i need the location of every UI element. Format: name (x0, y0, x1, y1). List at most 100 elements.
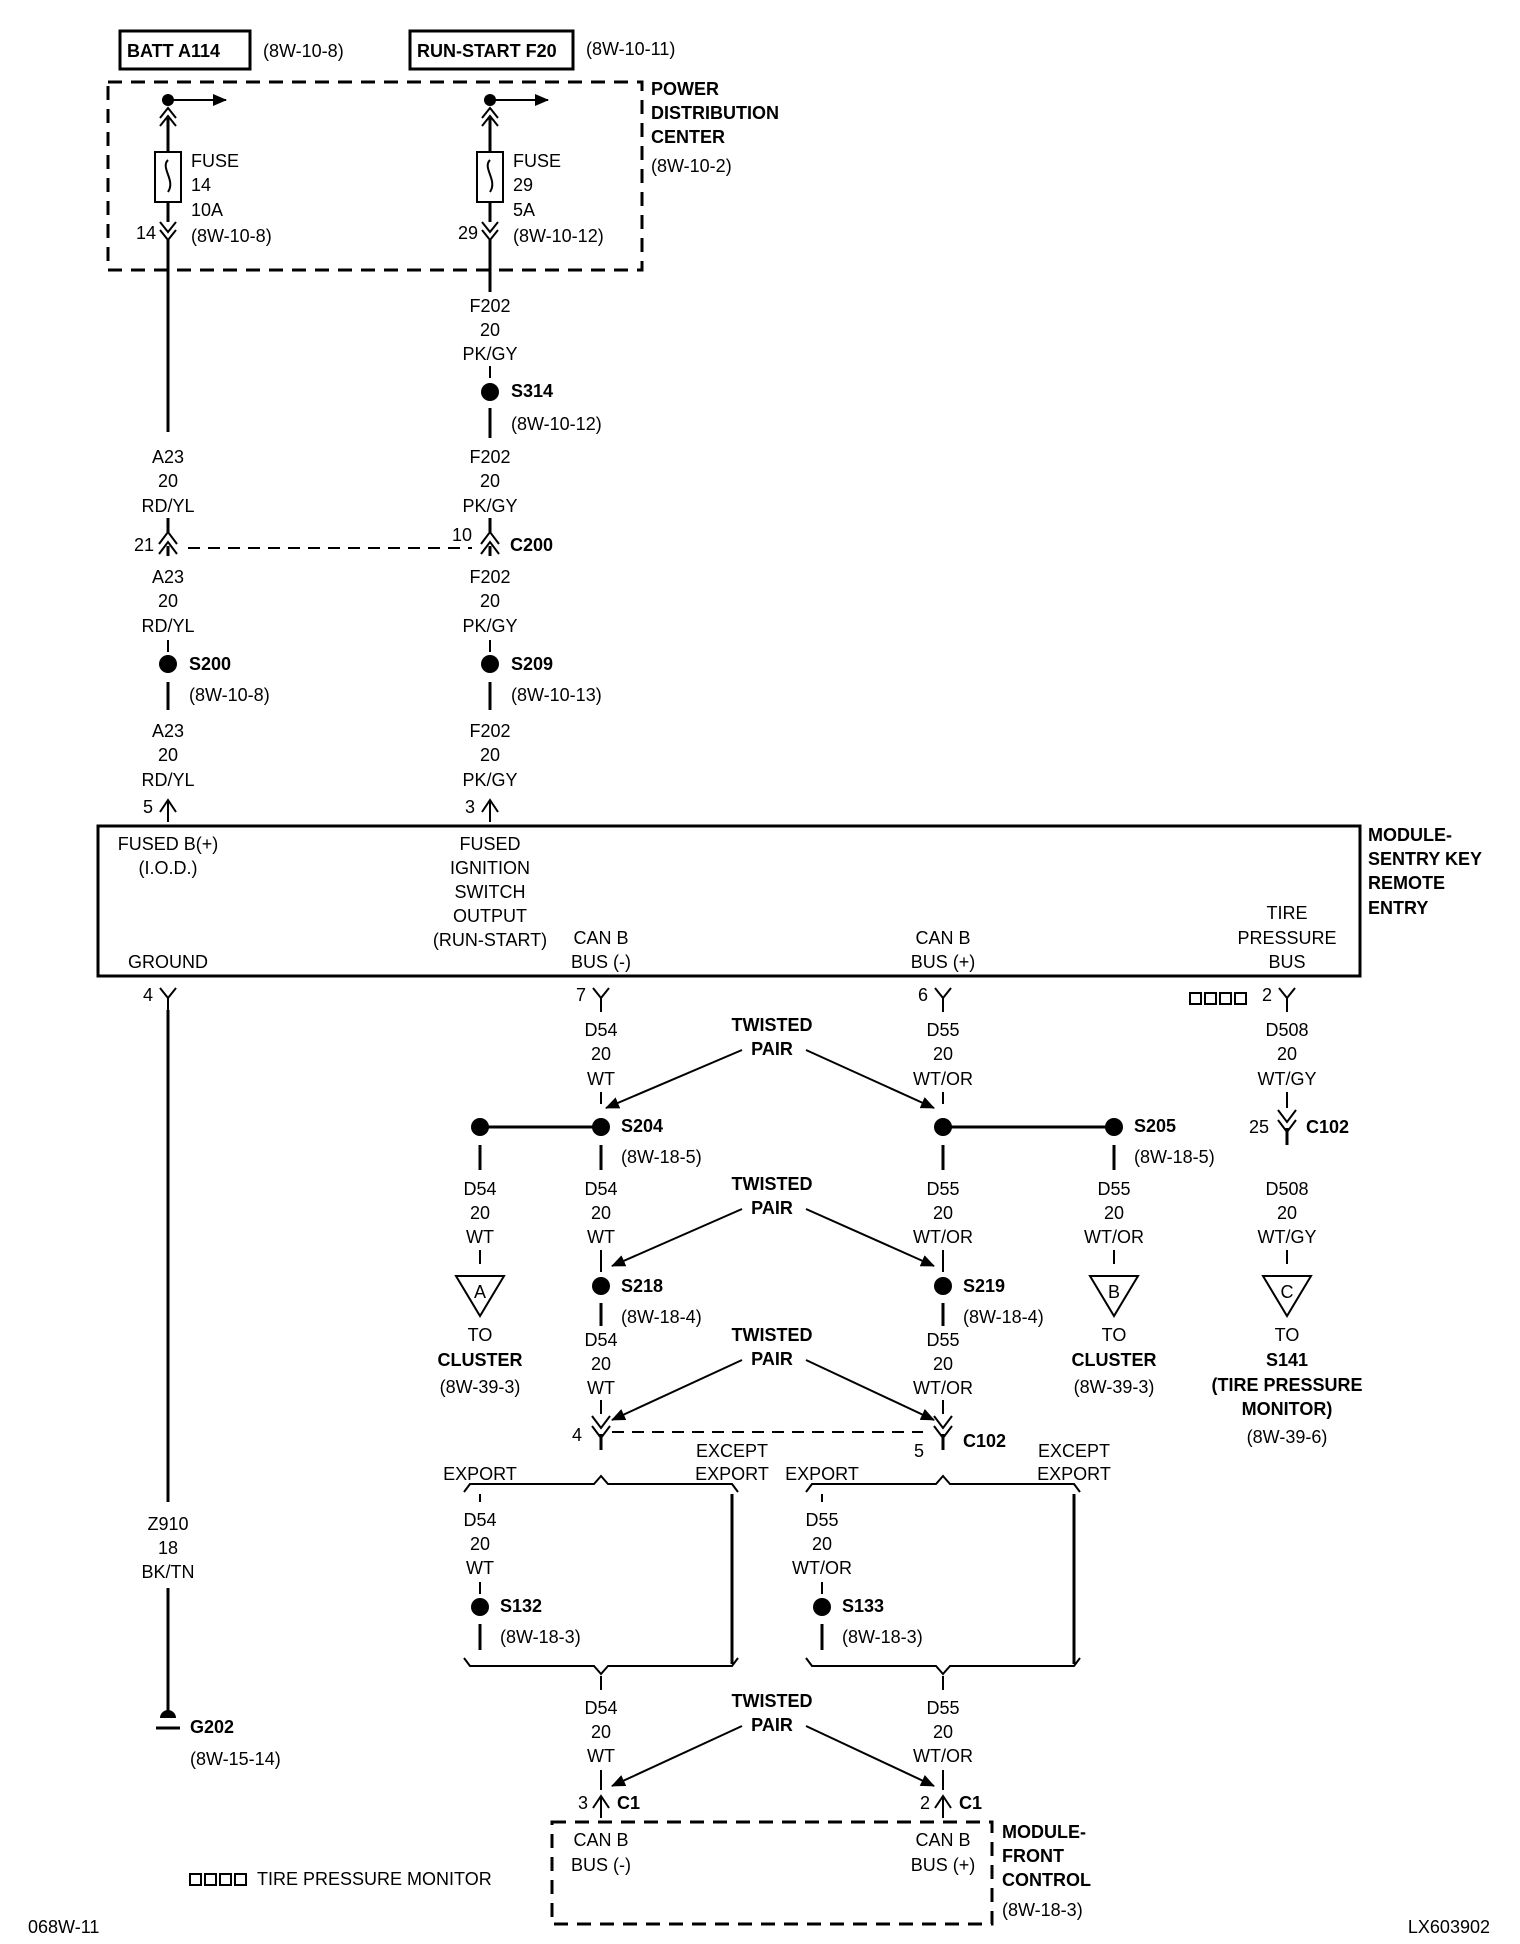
svg-text:10: 10 (452, 525, 472, 545)
svg-text:PK/GY: PK/GY (462, 496, 517, 516)
svg-text:5: 5 (914, 1441, 924, 1461)
skre-pin-2: 2 (1262, 985, 1296, 1012)
svg-text:20: 20 (591, 1203, 611, 1223)
svg-text:CAN B: CAN B (915, 928, 970, 948)
splice-s219: S219 (8W-18-4) (934, 1250, 1044, 1327)
svg-text:TO: TO (468, 1325, 493, 1345)
svg-text:20: 20 (933, 1722, 953, 1742)
svg-text:ENTRY: ENTRY (1368, 898, 1428, 918)
d54-label-3: D54 20 WT (584, 1330, 617, 1398)
svg-text:20: 20 (933, 1203, 953, 1223)
svg-text:PAIR: PAIR (751, 1349, 793, 1369)
svg-text:D55: D55 (805, 1510, 838, 1530)
d55-option-split: EXPORT EXCEPT EXPORT (785, 1441, 1111, 1664)
svg-text:D55: D55 (926, 1330, 959, 1350)
svg-text:C102: C102 (1306, 1117, 1349, 1137)
svg-text:29: 29 (513, 175, 533, 195)
svg-text:2: 2 (1262, 985, 1272, 1005)
svg-text:FUSED B(+): FUSED B(+) (118, 834, 219, 854)
svg-text:14: 14 (191, 175, 211, 195)
svg-text:S141: S141 (1266, 1350, 1308, 1370)
svg-text:29: 29 (458, 223, 478, 243)
module-skre-box (96, 824, 1362, 978)
pdc-label: POWER DISTRIBUTION CENTER (8W-10-2) (651, 79, 779, 176)
svg-text:EXPORT: EXPORT (785, 1464, 859, 1484)
svg-text:SWITCH: SWITCH (455, 882, 526, 902)
d55-label-1: D55 20 WT/OR (913, 1020, 973, 1089)
twisted-pair-2: TWISTED PAIR (611, 1174, 935, 1267)
svg-text:21: 21 (134, 535, 154, 555)
svg-text:D55: D55 (926, 1179, 959, 1199)
svg-text:20: 20 (1277, 1203, 1297, 1223)
svg-text:20: 20 (470, 1534, 490, 1554)
svg-text:WT: WT (466, 1558, 494, 1578)
splice-s209: S209 (8W-10-13) (481, 640, 602, 710)
svg-text:CLUSTER: CLUSTER (1072, 1350, 1157, 1370)
svg-text:TIRE: TIRE (1266, 903, 1307, 923)
svg-text:A: A (474, 1282, 486, 1302)
c102-pin-4: 4 (572, 1400, 611, 1450)
skre-pin-5: 5 (143, 797, 177, 822)
footer-left: 068W-11 (28, 1917, 99, 1937)
d508-label-1: D508 20 WT/GY (1258, 1020, 1317, 1089)
svg-text:A23: A23 (152, 721, 184, 741)
svg-text:F202: F202 (469, 721, 510, 741)
skre-pin-7: 7 (576, 985, 610, 1012)
svg-text:S205: S205 (1134, 1116, 1176, 1136)
svg-text:FUSE: FUSE (191, 151, 239, 171)
svg-text:S133: S133 (842, 1596, 884, 1616)
svg-text:EXPORT: EXPORT (1037, 1464, 1111, 1484)
svg-text:D55: D55 (926, 1698, 959, 1718)
d55-label-2: D55 20 WT/OR (913, 1179, 973, 1247)
module-fc-title: MODULE- FRONT CONTROL (8W-18-3) (1002, 1822, 1091, 1920)
svg-text:14: 14 (136, 223, 156, 243)
svg-text:REMOTE: REMOTE (1368, 873, 1445, 893)
svg-text:3: 3 (578, 1793, 588, 1813)
batt-label: BATT A114 (127, 41, 220, 61)
svg-text:S200: S200 (189, 654, 231, 674)
svg-text:CAN B: CAN B (573, 1830, 628, 1850)
svg-text:FUSE: FUSE (513, 151, 561, 171)
svg-text:(8W-15-14): (8W-15-14) (190, 1749, 281, 1769)
svg-text:MODULE-: MODULE- (1002, 1822, 1086, 1842)
svg-text:(RUN-START): (RUN-START) (433, 930, 547, 950)
module-fc-canb-plus: CAN B BUS (+) (911, 1830, 976, 1875)
batt-a114-box: BATT A114 (118, 29, 252, 71)
svg-text:20: 20 (812, 1534, 832, 1554)
svg-text:(8W-18-5): (8W-18-5) (1134, 1147, 1215, 1167)
ground-g202: G202 (8W-15-14) (156, 1710, 281, 1769)
footer-right: LX603902 (1408, 1917, 1490, 1937)
svg-text:RD/YL: RD/YL (141, 770, 194, 790)
run-start-label: RUN-START F20 (417, 41, 557, 61)
svg-text:4: 4 (572, 1425, 582, 1445)
c1-pin-2: 2 C1 (920, 1770, 982, 1818)
svg-text:C1: C1 (959, 1793, 982, 1813)
svg-text:MONITOR): MONITOR) (1242, 1399, 1333, 1419)
svg-text:(TIRE PRESSURE: (TIRE PRESSURE (1211, 1375, 1362, 1395)
svg-text:BK/TN: BK/TN (141, 1562, 194, 1582)
svg-text:(8W-18-3): (8W-18-3) (842, 1627, 923, 1647)
d54-label-5: D54 20 WT (584, 1698, 617, 1766)
svg-text:CAN B: CAN B (915, 1830, 970, 1850)
svg-text:S204: S204 (621, 1116, 663, 1136)
module-fc-box (550, 1820, 994, 1926)
svg-text:EXCEPT: EXCEPT (696, 1441, 768, 1461)
a23-label-1: A23 20 RD/YL (141, 447, 194, 516)
svg-text:PAIR: PAIR (751, 1039, 793, 1059)
svg-text:(8W-10-2): (8W-10-2) (651, 156, 732, 176)
svg-text:D508: D508 (1265, 1179, 1308, 1199)
skre-ground: GROUND (128, 952, 208, 972)
svg-text:IGNITION: IGNITION (450, 858, 530, 878)
svg-text:G202: G202 (190, 1717, 234, 1737)
svg-text:EXPORT: EXPORT (695, 1464, 769, 1484)
fuse-29: FUSE 29 5A (8W-10-12) 29 (458, 94, 604, 246)
svg-text:WT/GY: WT/GY (1258, 1227, 1317, 1247)
svg-text:C102: C102 (963, 1431, 1006, 1451)
c102-pin-5: 5 C102 (914, 1400, 1006, 1461)
skre-fused-ignition: FUSED IGNITION SWITCH OUTPUT (RUN-START) (433, 834, 547, 950)
run-start-f20-box: RUN-START F20 (408, 29, 575, 71)
svg-text:(8W-10-8): (8W-10-8) (191, 226, 272, 246)
svg-text:Z910: Z910 (147, 1514, 188, 1534)
svg-text:FUSED: FUSED (459, 834, 520, 854)
